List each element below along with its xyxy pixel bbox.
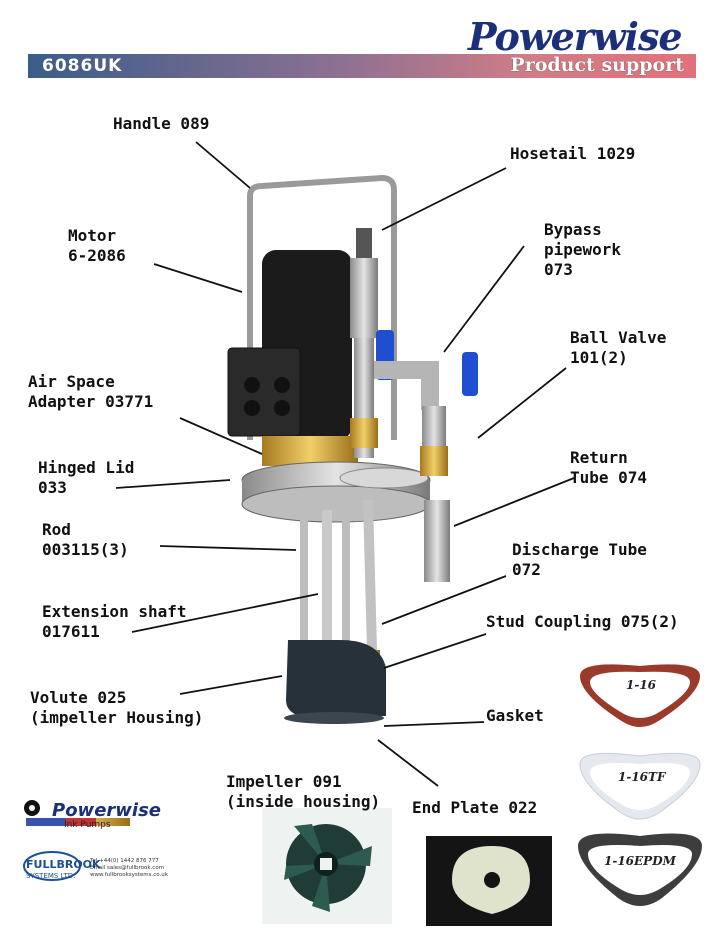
return-tube-shape <box>424 500 450 582</box>
label-stud-coupling: Stud Coupling 075(2) <box>486 612 679 631</box>
label-return-tube: Return Tube 074 <box>570 448 648 487</box>
gasket-label-1-16: 1-16 <box>626 678 657 692</box>
footer-powerwise-name: Powerwise <box>52 800 161 821</box>
volute-shape <box>286 640 386 716</box>
gasket-1-shape <box>580 664 700 727</box>
label-gasket: Gasket <box>486 706 544 725</box>
brand-title: Powerwise <box>468 14 683 59</box>
footer-fullbrook-sub: SYSTEMS LTD. <box>26 872 76 880</box>
label-bypass: Bypass pipework 073 <box>544 220 622 279</box>
handle-shape <box>247 174 397 440</box>
gasket-label-1-16epdm: 1-16EPDM <box>604 854 676 868</box>
gasket-label-1-16tf: 1-16TF <box>618 770 666 784</box>
product-support-title: Product support <box>510 54 684 76</box>
footer-fullbrook-contact: Tel +44(0) 1442 876 777 Email sales@full… <box>90 858 168 878</box>
gasket-3-shape <box>578 833 702 906</box>
label-ball-valve: Ball Valve 101(2) <box>570 328 667 367</box>
label-hinged-lid: Hinged Lid 033 <box>38 458 135 497</box>
label-rod: Rod 003115(3) <box>42 520 129 559</box>
label-extension-shaft: Extension shaft 017611 <box>42 602 187 641</box>
header-banner <box>28 54 696 78</box>
label-handle: Handle 089 <box>113 114 210 133</box>
label-hosetail: Hosetail 1029 <box>510 144 636 163</box>
discharge-tube-shape <box>363 499 377 651</box>
label-impeller: Impeller 091 (inside housing) <box>226 772 381 811</box>
label-motor: Motor 6-2086 <box>68 226 126 265</box>
label-discharge-tube: Discharge Tube 072 <box>512 540 647 579</box>
label-air-space-adapter: Air Space Adapter 03771 <box>28 372 154 411</box>
air-space-adapter-shape <box>262 436 358 466</box>
label-end-plate: End Plate 022 <box>412 798 538 817</box>
product-code: 6086UK <box>42 56 123 76</box>
label-volute: Volute 025 (impeller Housing) <box>30 688 204 727</box>
fullbrook-logo-icon <box>23 851 81 881</box>
gasket-2-shape <box>579 752 701 820</box>
footer-fullbrook-name: FULLBROOK <box>26 858 101 871</box>
footer-powerwise-sub: Ink Pumps <box>64 820 111 830</box>
